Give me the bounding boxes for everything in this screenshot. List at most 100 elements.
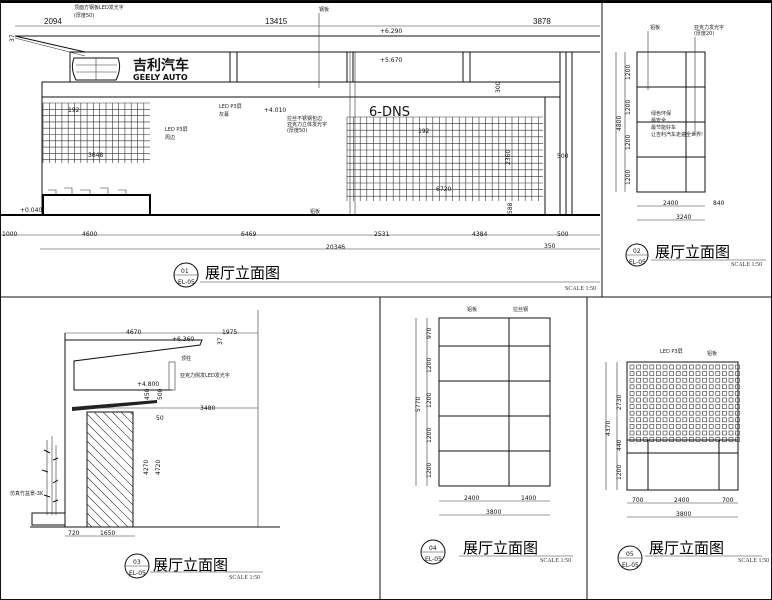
led-cell [642, 397, 648, 403]
dim-label: 3800 [676, 511, 691, 518]
led-cell [662, 371, 668, 376]
led-cell [728, 424, 734, 429]
led-cell [715, 430, 721, 436]
hatch-line [86, 503, 111, 528]
led-cell [669, 364, 674, 370]
level-mark: +0.040 [20, 207, 42, 214]
led-cell [722, 430, 727, 436]
dim-label: 2400 [464, 495, 479, 502]
led-cell [662, 391, 668, 396]
drawing-number: 05 [626, 551, 634, 558]
led-cell [649, 404, 655, 409]
dim-label: 3480 [200, 405, 215, 412]
led-cell [722, 404, 727, 409]
led-cell [662, 424, 668, 429]
dim-label: 4720 [155, 460, 162, 475]
led-cell [702, 424, 707, 429]
led-cell [669, 430, 674, 436]
bamboo-plant-icon [41, 436, 59, 515]
led-cell [735, 424, 740, 429]
dim-label: 2400 [663, 200, 678, 207]
dim-label: 450 [144, 388, 151, 400]
dim-label: 3240 [676, 214, 691, 221]
dim-label: 3800 [486, 509, 501, 516]
led-cell [722, 371, 727, 376]
dim-label: 500 [157, 388, 164, 400]
led-cell [642, 430, 648, 436]
led-cell [715, 384, 721, 390]
slogan-line: 最节能好车 [651, 124, 676, 131]
led-cell [656, 397, 661, 403]
led-cell [649, 391, 655, 396]
led-cell [689, 384, 694, 390]
hatch-line [86, 431, 134, 479]
led-cell [642, 364, 648, 370]
hatch-line [86, 458, 134, 506]
dim-label: 440 [616, 439, 623, 451]
dim-label: 500 [557, 231, 569, 238]
dim-label: 4600 [82, 231, 97, 238]
annotation: 钢板 [319, 6, 329, 13]
led-cell [689, 391, 694, 396]
drawing-title: 展厅立面图 [153, 556, 228, 574]
led-cell [675, 384, 681, 390]
dim-label: 37 [9, 34, 16, 42]
level-mark: +4.800 [137, 381, 159, 388]
led-cell [629, 377, 635, 383]
led-cell [675, 424, 681, 429]
led-cell [728, 384, 734, 390]
dim-label: 700 [632, 497, 644, 504]
led-cell [662, 410, 668, 416]
led-cell [636, 417, 641, 423]
dim-label: 4670 [126, 329, 141, 336]
led-cell [642, 404, 648, 409]
elevation-03: 4670 1975 37 +6.360 顶柱 亚克力侧发LED发光字 +4.80… [10, 310, 280, 581]
led-grid-right [346, 116, 543, 201]
led-cell [636, 364, 641, 370]
led-cell [728, 377, 734, 383]
annotation: 拉丝不锈钢包边 [287, 115, 322, 122]
drawing-number: 02 [633, 248, 641, 255]
led-cell [669, 391, 674, 396]
led-cell [708, 377, 714, 383]
led-cell [656, 430, 661, 436]
logo-cn: 吉利汽车 [133, 57, 189, 74]
dim-label: 20346 [326, 244, 345, 251]
led-cell [702, 430, 707, 436]
annotation: (厚度20) [694, 30, 714, 37]
led-cell [682, 404, 688, 409]
led-cell [708, 404, 714, 409]
led-cell [649, 397, 655, 403]
scale-label: SCALE 1:50 [540, 558, 571, 564]
led-cell [629, 384, 635, 390]
dim-label: 50 [156, 415, 164, 422]
drawing-title: 展厅立面图 [205, 264, 280, 282]
led-cell [642, 384, 648, 390]
led-cell [656, 410, 661, 416]
led-cell [675, 410, 681, 416]
scale-label: SCALE 1:50 [229, 575, 260, 581]
dim-label: 2360 [505, 150, 512, 165]
led-cell [675, 397, 681, 403]
led-cell [689, 377, 694, 383]
annotation: LED P3屏 [660, 349, 683, 355]
led-cell [662, 430, 668, 436]
annotation: 铝板 [310, 208, 320, 215]
dim-label: 350 [544, 243, 556, 250]
led-cell [708, 424, 714, 429]
dim-label: 1200 [426, 358, 433, 373]
led-cell [695, 391, 701, 396]
dim-label: 4370 [605, 421, 612, 436]
annotation: 周边 [165, 134, 175, 141]
led-cell [702, 364, 707, 370]
led-cell [715, 371, 721, 376]
hatch-line [86, 494, 120, 528]
dim-label: 3648 [88, 152, 103, 159]
geely-logo-icon [71, 57, 121, 81]
led-cell [649, 410, 655, 416]
dim-label: 1200 [625, 65, 632, 80]
dim-label: 192 [418, 128, 430, 135]
led-cell [642, 377, 648, 383]
led-cell [629, 410, 635, 416]
led-cell [636, 430, 641, 436]
